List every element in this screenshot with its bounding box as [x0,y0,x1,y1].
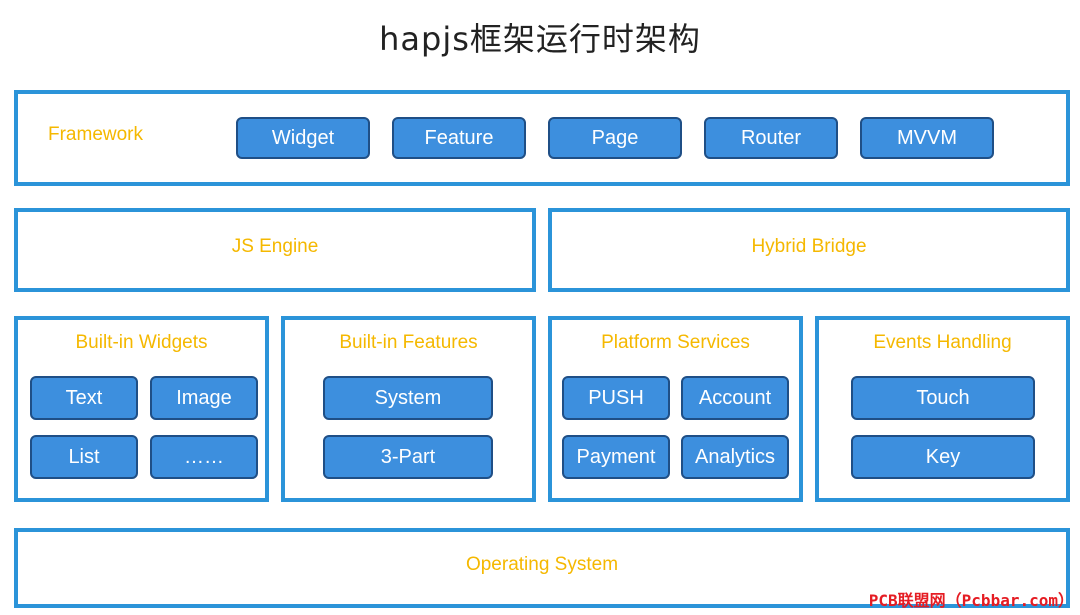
framework-label: Framework [48,124,144,145]
js-engine-layer: JS Engine [14,208,536,292]
event-item-key: Key [851,435,1035,479]
framework-item-widget: Widget [236,117,370,159]
framework-item-mvvm: MVVM [860,117,994,159]
hybrid-bridge-label: Hybrid Bridge [751,236,867,257]
builtin-features-label: Built-in Features [339,332,478,353]
service-item-payment: Payment [562,435,670,479]
service-item-account: Account [681,376,789,420]
framework-item-router: Router [704,117,838,159]
service-item-push: PUSH [562,376,670,420]
feature-item-system: System [323,376,493,420]
service-item-analytics: Analytics [681,435,789,479]
hybrid-bridge-layer: Hybrid Bridge [548,208,1070,292]
platform-services-module: Platform Services PUSH Account Payment A… [548,316,803,502]
builtin-widgets-module: Built-in Widgets Text Image List …… [14,316,269,502]
feature-item-3-part: 3-Part [323,435,493,479]
framework-item-feature: Feature [392,117,526,159]
widget-item-text: Text [30,376,138,420]
operating-system-layer: Operating System [14,528,1070,608]
builtin-widgets-label: Built-in Widgets [75,332,208,353]
events-handling-label: Events Handling [873,332,1012,353]
framework-layer: Framework Widget Feature Page Router MVV… [14,90,1070,186]
builtin-features-module: Built-in Features System 3-Part [281,316,536,502]
operating-system-label: Operating System [465,554,619,575]
js-engine-label: JS Engine [231,236,319,257]
event-item-touch: Touch [851,376,1035,420]
platform-services-label: Platform Services [601,332,750,353]
watermark-text: PCB联盟网（Pcbbar.com） [868,591,1074,610]
widget-item-image: Image [150,376,258,420]
framework-item-page: Page [548,117,682,159]
events-handling-module: Events Handling Touch Key [815,316,1070,502]
widget-item-list: List [30,435,138,479]
widget-item-more: …… [150,435,258,479]
diagram-title: hapjs框架运行时架构 [379,20,701,58]
